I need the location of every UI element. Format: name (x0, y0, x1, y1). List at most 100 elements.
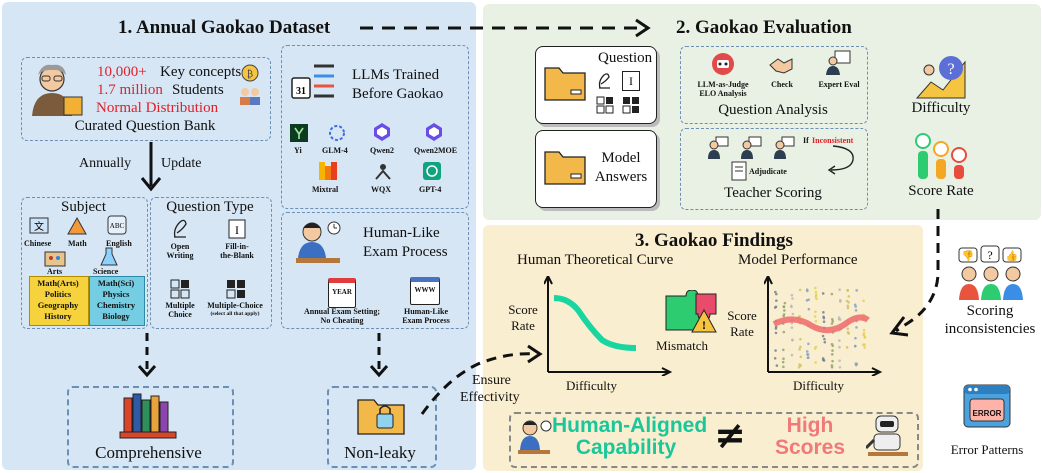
wqx-logo-icon (375, 164, 391, 180)
llms-title-2: Before Gaokao (352, 86, 444, 102)
scatter-dot (782, 305, 786, 309)
scatter-dot (838, 318, 842, 321)
scatter-dot (782, 348, 785, 352)
scatter-dot (822, 311, 825, 314)
difficulty-icon: ? (915, 56, 966, 99)
teacher-inconsistent-label: Inconsistent (812, 136, 854, 145)
model-ylabel-2: Rate (730, 324, 754, 339)
scatter-dot (799, 337, 802, 341)
scatter-dot (798, 363, 801, 366)
svg-text:31: 31 (296, 86, 306, 97)
scatter-dot (790, 326, 794, 329)
students-icon (240, 88, 260, 105)
science-item: Math(Sci) (97, 278, 135, 288)
fill-blank-icon: I (622, 71, 640, 91)
scatter-dot (854, 363, 858, 367)
exam-item-process-2: Exam Process (402, 316, 450, 325)
scatter-dot (782, 314, 786, 318)
mismatch-puzzle-icon: ! (665, 290, 717, 333)
stat-students-number: 1.7 million (97, 82, 163, 98)
curve-title: Human Theoretical Curve (517, 252, 674, 268)
scatter-dot (775, 364, 779, 367)
scatter-dot (773, 357, 777, 360)
banner-human-aligned: Human-Aligned (552, 414, 708, 437)
error-icon (963, 384, 1011, 428)
scatter-dot (774, 349, 777, 352)
teacher-if-label: If (803, 136, 809, 145)
arts-item: History (44, 311, 72, 321)
scoring-label-2: inconsistencies (944, 321, 1036, 337)
mixtral-logo-icon (319, 162, 337, 180)
score-rate-label: Score Rate (908, 183, 974, 199)
scatter-dot (830, 322, 834, 325)
subject-english: English (106, 239, 132, 248)
scatter-dot (845, 299, 849, 303)
scatter-dot (814, 361, 817, 364)
scoring-label-1: Scoring (966, 303, 1014, 319)
scatter-dot (774, 290, 777, 294)
scatter-dot (798, 348, 801, 351)
scatter-dot (831, 349, 834, 352)
folder-icon (544, 151, 586, 185)
student-icon (518, 420, 552, 454)
scatter-dot (830, 353, 834, 356)
model-qwen2moe: Qwen2MOE (414, 146, 458, 155)
svg-text:I: I (235, 223, 239, 237)
pen-icon (173, 219, 187, 238)
gpt4-logo-icon (423, 162, 441, 180)
scatter-dot (782, 357, 785, 361)
scatter-dot (863, 346, 866, 349)
model-ylabel-1: Score (727, 308, 757, 323)
multi-select-icon (622, 97, 639, 114)
findings-panel (483, 225, 923, 471)
pen-icon (598, 73, 610, 89)
nonleaky-box (327, 386, 437, 468)
model-gpt4: GPT-4 (419, 185, 442, 194)
ensure-label-2: Effectivity (460, 390, 520, 405)
scatter-dot (791, 338, 794, 342)
fill-blank-icon: I (228, 219, 246, 239)
not-equal-symbol: ≠ (714, 413, 746, 457)
scatter-dot (821, 334, 825, 338)
model-xlabel: Difficulty (793, 378, 845, 393)
teacher-icon (32, 64, 83, 116)
svg-text:文: 文 (34, 220, 44, 233)
scatter-dot (807, 307, 811, 311)
yi-logo-icon (290, 124, 308, 142)
scatter-dot (821, 358, 825, 362)
scatter-dot (782, 330, 786, 334)
analysis-llm-judge: LLM-as-Judge (697, 80, 749, 89)
scatter-dot (814, 290, 818, 294)
scatter-dot (814, 295, 818, 299)
model-wqx: WQX (371, 185, 391, 194)
scatter-dot (791, 297, 794, 300)
scatter-dot (831, 319, 835, 323)
arts-item: Math(Arts) (37, 278, 79, 288)
banner-capability: Capability (575, 436, 677, 459)
scatter-dot (814, 319, 818, 323)
question-type-title: Question Type (166, 199, 254, 215)
glm-logo-icon (329, 125, 345, 141)
scatter-dot (855, 289, 859, 292)
multi-select-icon (226, 280, 245, 299)
type-multiple-choice-2: Choice (168, 310, 192, 319)
scatter-dot (853, 344, 857, 348)
human-curve-line (553, 295, 637, 351)
exam-item-setting-2: No Cheating (320, 316, 364, 325)
scatter-dot (814, 345, 818, 349)
nonleaky-label: Non-leaky (344, 443, 416, 462)
timeline-icon: 31 (291, 64, 334, 99)
score-rate-icon (915, 133, 967, 179)
question-bank-box (21, 57, 271, 141)
svg-text:₿: ₿ (247, 69, 253, 79)
adjudicate-label: Adjudicate (749, 167, 787, 176)
curve-ylabel-2: Rate (511, 318, 535, 333)
ensure-label-1: Ensure (472, 373, 511, 388)
svg-text:👍: 👍 (1006, 249, 1018, 262)
scoring-inconsistencies-icon: 👎 ? 👍 (958, 245, 1023, 300)
model-yi: Yi (294, 146, 302, 155)
scatter-dot (838, 288, 841, 292)
scatter-dot (814, 310, 817, 313)
scatter-dot (846, 330, 850, 334)
scatter-dot (862, 332, 866, 335)
